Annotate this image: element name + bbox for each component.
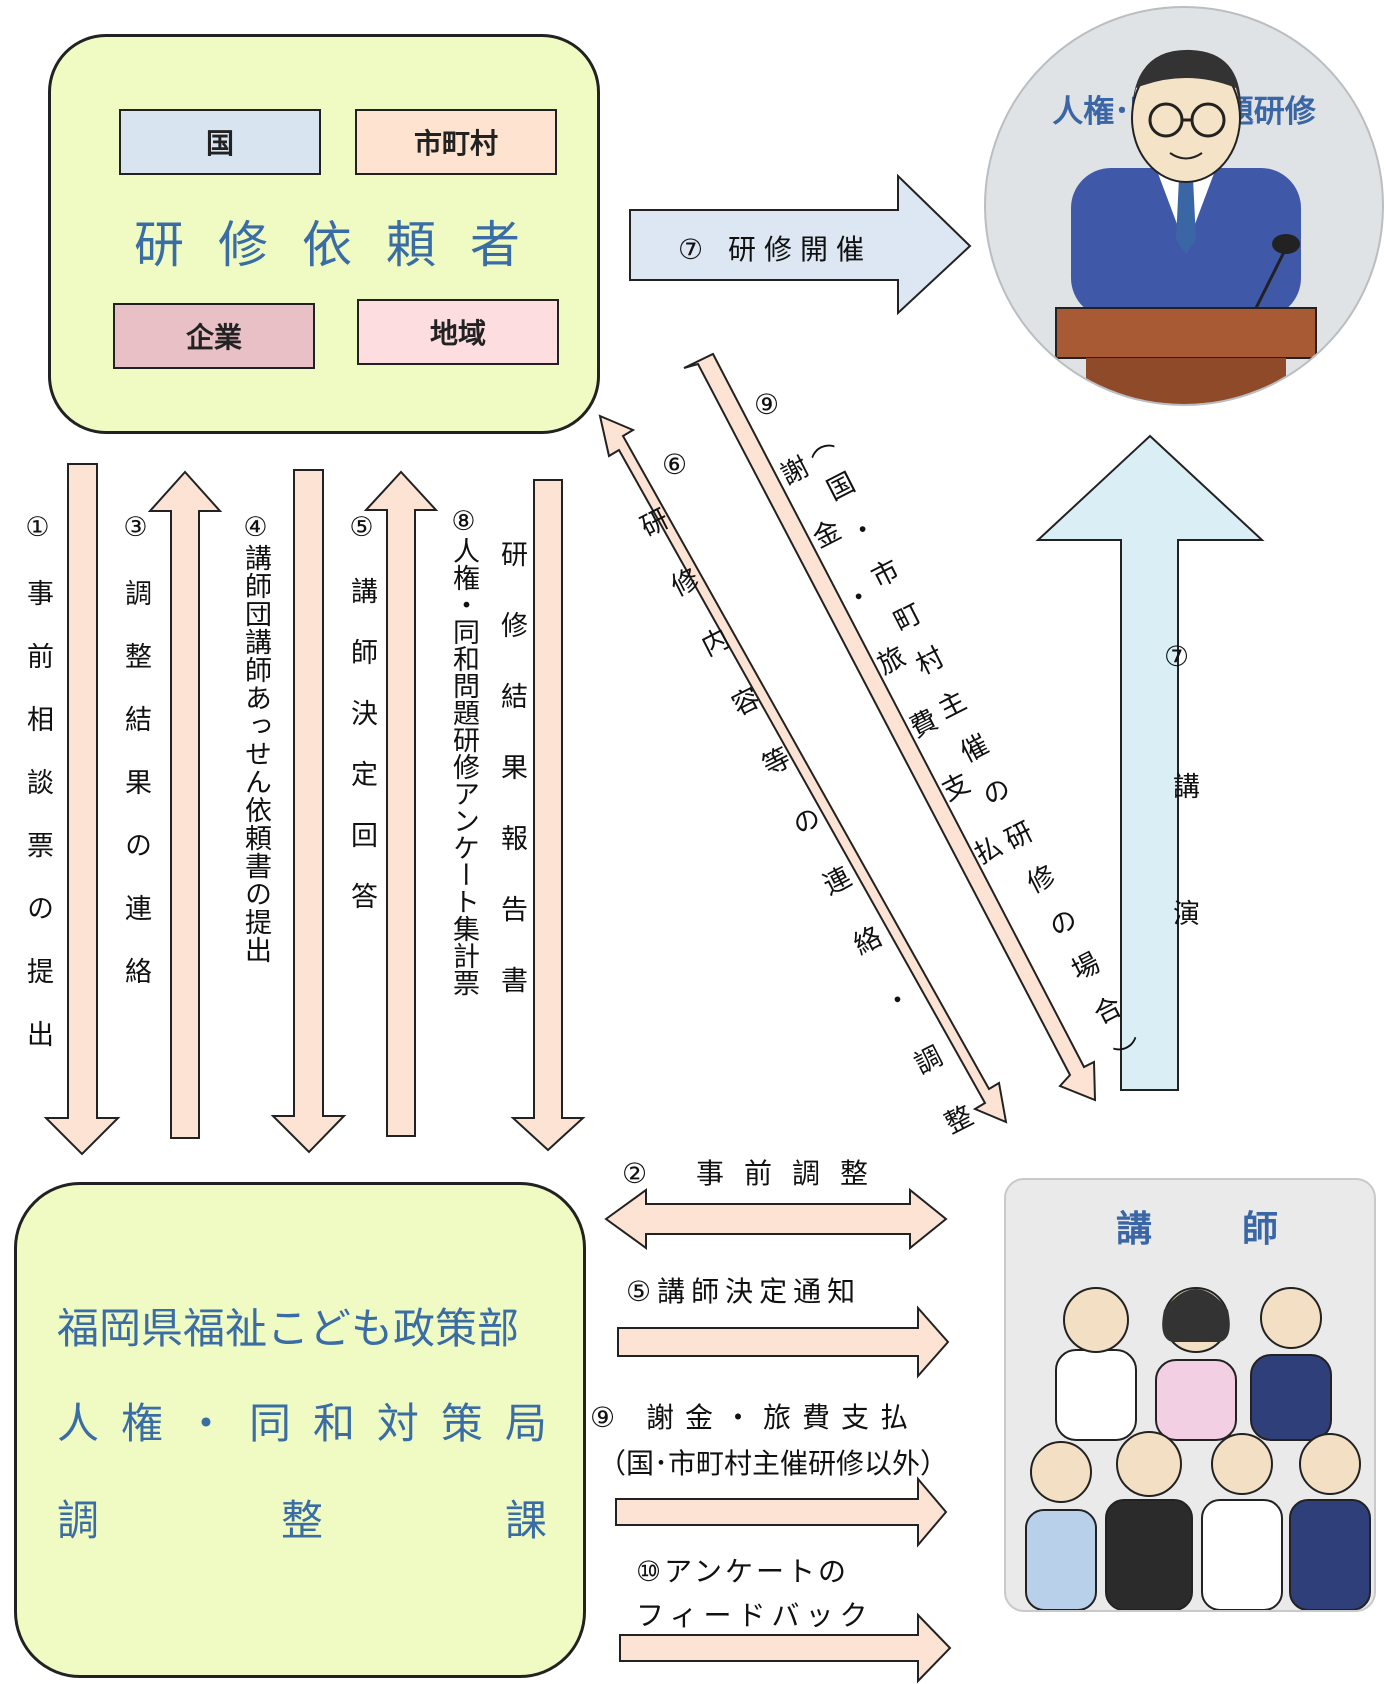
tag-kuni: 国 xyxy=(119,109,321,175)
office-line-1: 福岡県福祉こども政策部 xyxy=(57,1304,520,1353)
lecturer-title-2: 師 xyxy=(1242,1209,1279,1250)
office-char: 策 xyxy=(440,1399,483,1448)
office-char: 局 xyxy=(504,1399,547,1448)
office-char: ・ xyxy=(184,1399,227,1448)
arrow-7-lecture xyxy=(1035,434,1265,1091)
flow-7-lecture-label: 講演 xyxy=(1168,772,1199,1026)
arrow-6-double xyxy=(598,414,1008,1124)
office-box: 福岡県福祉こども政策部 人 権 ・ 同 和 対 策 局 調 整 課 xyxy=(14,1182,586,1678)
speaker-illustration xyxy=(1055,49,1317,404)
office-char: 権 xyxy=(120,1399,163,1448)
flow-6-number: ⑥ xyxy=(662,448,688,481)
arrow-3-up xyxy=(147,470,223,1139)
arrow-7-hold xyxy=(629,173,972,316)
office-char: 整 xyxy=(280,1496,323,1545)
requester-box: 国 市町村 研修依頼者 企業 地域 xyxy=(48,34,600,434)
seminar-circle: 人権･同和問題研修 xyxy=(984,6,1384,406)
arrow-5-notify xyxy=(617,1305,950,1379)
tag-chiiki: 地域 xyxy=(357,299,559,365)
flow-1-label: ①事前相談票の提出 xyxy=(22,512,53,1083)
arrow-8-down xyxy=(510,479,586,1152)
lecturer-card: 講 師 xyxy=(1004,1178,1376,1612)
office-char: 同 xyxy=(248,1399,291,1448)
flow-5-label: ⑤講師決定回答 xyxy=(346,512,377,943)
office-char: 課 xyxy=(504,1496,547,1545)
lecturers-illustration xyxy=(1025,1287,1371,1610)
tag-kigyou: 企業 xyxy=(113,303,315,369)
office-line-3: 調 整 課 xyxy=(57,1487,547,1548)
office-line-2: 人 権 ・ 同 和 対 策 局 xyxy=(57,1390,547,1451)
flow-2-label: ② 事前調整 xyxy=(622,1157,889,1190)
flow-5-notify-label: ⑤講師決定通知 xyxy=(626,1275,862,1308)
office-char: 和 xyxy=(312,1399,355,1448)
arrow-9-payment xyxy=(615,1476,948,1548)
arrow-4-down xyxy=(270,469,347,1154)
flow-8b-label: 研修結果報告書 xyxy=(496,540,527,1037)
arrow-10-feedback xyxy=(619,1612,952,1684)
flow-9-number: ⑨ xyxy=(754,388,780,421)
flow-8-label: ⑧人権・同和問題研修アンケート集計票 xyxy=(448,506,479,996)
flow-4-label: ④講師団講師あっせん依頼書の提出 xyxy=(240,512,271,964)
tag-shichouson: 市町村 xyxy=(355,109,557,175)
arrow-2-double xyxy=(604,1187,948,1251)
flow-3-label: ③調整結果の連絡 xyxy=(120,512,151,1020)
flow-9-payment-sub: （国･市町村主催研修以外） xyxy=(598,1447,949,1480)
lecturer-title-1: 講 xyxy=(1116,1209,1153,1250)
flow-9-payment-label: ⑨ 謝金・旅費支払 xyxy=(590,1401,920,1434)
flow-10-label: ⑩アンケートの xyxy=(636,1555,849,1588)
office-char: 人 xyxy=(57,1399,100,1448)
flow-10-sub: フィードバック xyxy=(636,1599,874,1632)
arrow-5-up xyxy=(363,470,439,1137)
requester-title: 研修依頼者 xyxy=(134,216,554,274)
arrow-1-down xyxy=(43,463,121,1156)
flow-7-number: ⑦ xyxy=(1164,640,1190,673)
flow-7-hold-label: ⑦ 研修開催 xyxy=(678,233,873,266)
arrow-9-diagonal xyxy=(683,352,1097,1102)
office-char: 対 xyxy=(376,1399,419,1448)
office-char: 調 xyxy=(57,1496,100,1545)
